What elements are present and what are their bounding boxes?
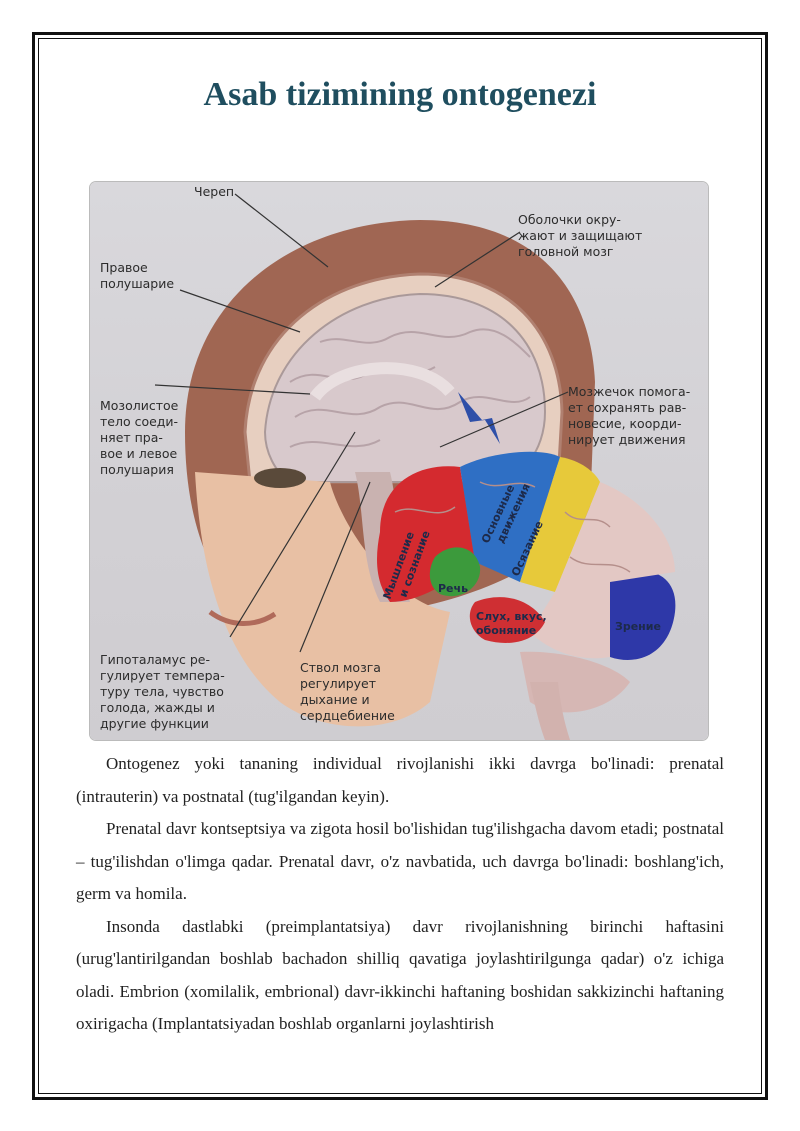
- label-right-hemisphere: Правое полушарие: [100, 260, 175, 291]
- svg-text:обоняние: обоняние: [476, 624, 536, 637]
- label-brainstem: Ствол мозга регулирует дыхание и сердцеб…: [300, 660, 395, 723]
- paragraph-2: Prenatal davr kontseptsiya va zigota hos…: [76, 819, 724, 903]
- body-text: Ontogenez yoki tananing individual rivoj…: [76, 748, 724, 1041]
- leader-lines: [154, 193, 569, 653]
- lobe-speech: [429, 547, 481, 597]
- lobe-vision: [610, 570, 676, 660]
- lobe-folds: [394, 481, 631, 573]
- svg-text:Речь: Речь: [438, 582, 468, 595]
- face: [195, 472, 450, 727]
- lobe-other: [530, 482, 675, 659]
- arrow-icon: [458, 392, 500, 444]
- svg-text:Зрение: Зрение: [615, 620, 661, 633]
- page-border-outer: [32, 32, 768, 1100]
- label-corpus-callosum: Мозолистое тело соеди- няет пра- вое и л…: [100, 398, 179, 477]
- eye: [254, 468, 306, 488]
- brain-illustration: Мышление и сознание Речь Основные движен…: [154, 193, 676, 740]
- paragraph-3: Insonda dastlabki (preimplantatsiya) dav…: [76, 916, 724, 1034]
- brain-figure: Мышление и сознание Речь Основные движен…: [90, 182, 708, 740]
- paragraph-1: Ontogenez yoki tananing individual rivoj…: [76, 754, 724, 806]
- spinal-cord: [530, 682, 570, 740]
- lobe-hearing: [469, 597, 545, 643]
- page-border-inner: [38, 38, 762, 1094]
- page-title: Asab tizimining ontogenezi: [203, 76, 597, 113]
- label-cerebellum: Мозжечок помога- ет сохранять рав- новес…: [568, 384, 691, 447]
- label-hypothalamus: Гипоталамус ре- гулирует темпера- туру т…: [100, 652, 225, 731]
- svg-text:Слух, вкус,: Слух, вкус,: [476, 610, 547, 623]
- lips: [208, 609, 277, 626]
- brain-lobes: [377, 451, 676, 740]
- corpus-callosum: [310, 362, 455, 401]
- lobe-touch: [520, 457, 600, 592]
- label-meninges: Оболочки окру- жают и защищают головной …: [518, 212, 643, 259]
- label-skull: Череп: [194, 184, 235, 199]
